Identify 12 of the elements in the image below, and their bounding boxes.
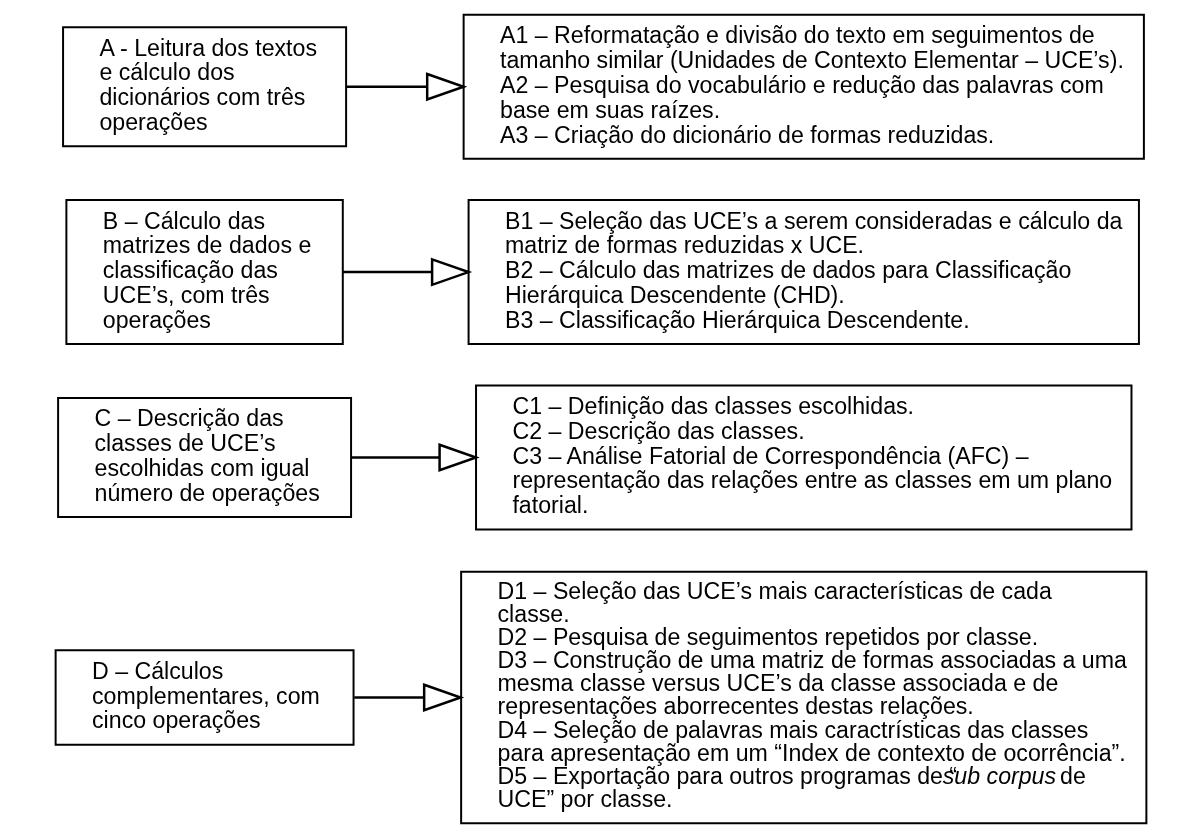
arrow: [350, 443, 480, 472]
node-box: D – Cálculos complementares, com cinco operações: [54, 649, 355, 746]
node-box: A - Leitura dos textos e cálculo dos dicionários com três operações: [61, 26, 347, 148]
node-box: A1 – Reformatação e divisão do texto em seguimentos de tamanho similar (Unidades de Contexto Elementar – UCE’s). A2 – Pesquisa do vocabulário e redução das palavras com base em suas raízes. A3 – Criação do dicionário de formas reduzidas.: [462, 13, 1145, 160]
arrow: [353, 683, 464, 712]
node-box: B – Cálculo das matrizes de dados e classificação das UCE’s, com três operações: [64, 199, 344, 346]
arrow: [346, 72, 467, 102]
node-box: C – Descrição das classes de UCE’s escolhidas com igual número de operações: [56, 396, 352, 519]
node-box: D1 – Seleção das UCE’s mais características de cada classe. D2 – Pesquisa de seguimentos repetidos por classe. D3 – Construção de uma matriz de formas associadas a uma mesma classe versus UCE’s da classe associada e de representações aborrecentes destas relações. D4 – Seleção de palavras mais caractrísticas das classes para apresentação em um “Index de contexto de ocorrência”. D5 – Exportação para outros programas de “sub corpus de UCE” por classe.: [459, 570, 1147, 825]
node-box: B1 – Seleção das UCE’s a serem consideradas e cálculo da matriz de formas reduzidas x UCE. B2 – Cálculo das matrizes de dados para Classificação Hierárquica Descendente (CHD). B3 – Classificação Hierárquica Descendente.: [467, 199, 1140, 346]
node-box: C1 – Definição das classes escolhidas. C2 – Descrição das classes. C3 – Análise Fatorial de Correspondência (AFC) – representação das relações entre as classes em um plano fatorial.: [474, 384, 1132, 531]
arrow: [342, 257, 472, 287]
